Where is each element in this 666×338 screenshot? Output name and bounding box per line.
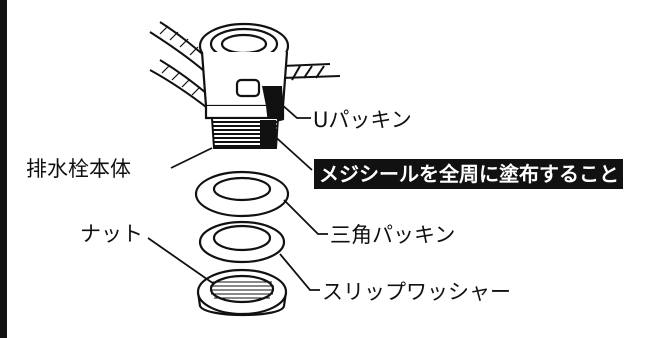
label-sealant-note: メジシールを全周に塗布すること <box>314 159 623 189</box>
leader-slip-washer <box>279 253 320 291</box>
label-triangle-packing: 三角パッキン <box>330 223 456 247</box>
nut <box>196 268 288 317</box>
leader-lines <box>147 95 328 291</box>
triangle-packing <box>194 170 290 218</box>
sink-basin-hatch <box>159 25 201 96</box>
label-nut: ナット <box>80 222 143 246</box>
leader-triangle-packing <box>283 199 328 235</box>
slip-washer <box>198 220 286 264</box>
sealant-area <box>260 120 276 146</box>
label-slip-washer: スリップワッシャー <box>322 280 511 304</box>
label-drain-body: 排水栓本体 <box>26 157 131 181</box>
left-edge-bar <box>0 0 7 338</box>
u-packing-shape <box>262 86 284 124</box>
leader-sealant <box>269 131 313 171</box>
leader-u-packing <box>271 95 311 119</box>
leader-drain-body <box>170 147 213 169</box>
label-u-packing: Uパッキン <box>313 108 412 132</box>
leader-nut <box>147 237 215 285</box>
